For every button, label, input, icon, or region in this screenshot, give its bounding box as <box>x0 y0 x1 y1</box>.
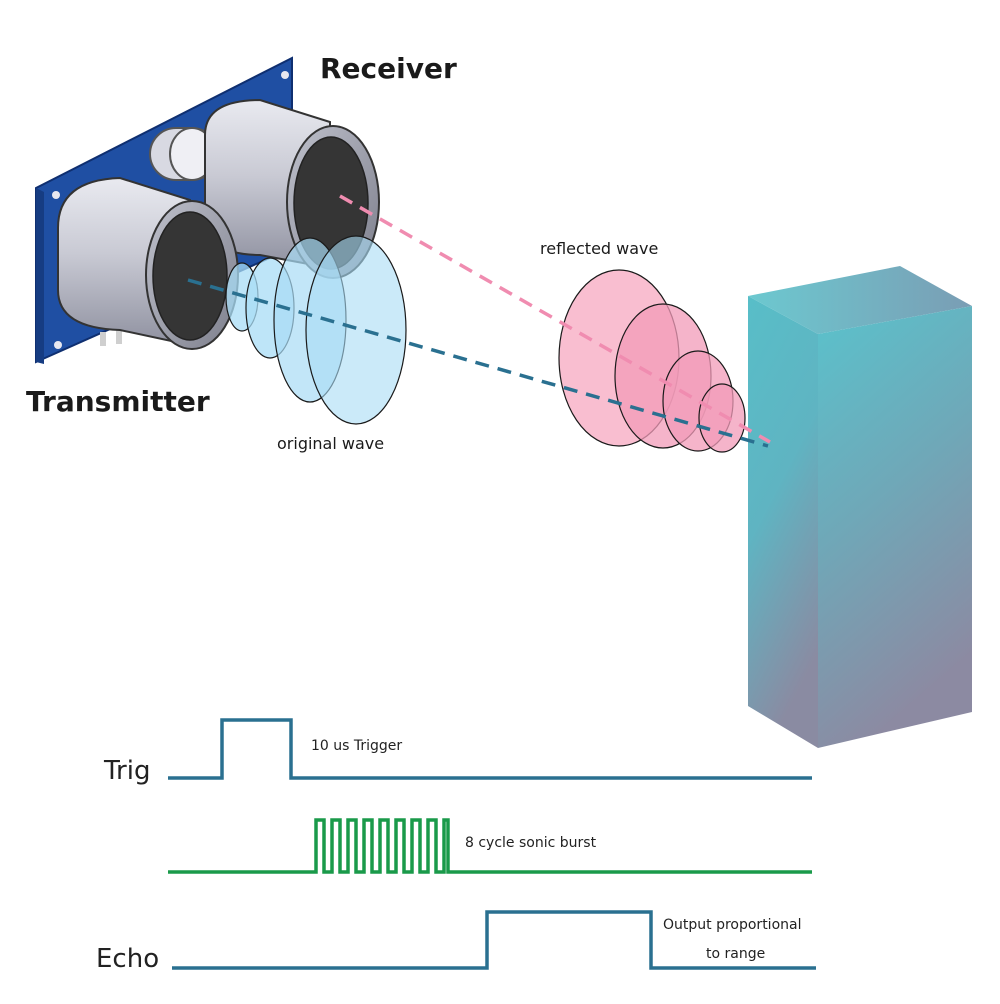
reflected-beam-line <box>339 194 771 444</box>
echo-note-line2: to range <box>706 946 766 962</box>
burst-note: 8 cycle sonic burst <box>465 835 597 851</box>
trig-signal <box>168 718 812 780</box>
crystal-oscillator <box>149 127 219 181</box>
transmitted-beam-line <box>187 278 769 448</box>
echo-note-line1: Output proportional <box>663 917 802 933</box>
mount-hole-icon <box>54 341 62 349</box>
receiver-label: Receiver <box>320 52 457 85</box>
transmitter-transducer <box>57 176 239 350</box>
transmitter-label: Transmitter <box>26 385 210 418</box>
echo-signal <box>172 910 816 970</box>
reflected-wave-label: reflected wave <box>540 239 659 258</box>
trig-label: Trig <box>104 756 151 786</box>
trig-note: 10 us Trigger <box>311 738 403 754</box>
pin-icon <box>100 332 106 346</box>
echo-label: Echo <box>96 944 160 974</box>
pin-icon <box>116 330 122 344</box>
mount-hole-icon <box>52 191 60 199</box>
original-wave-label: original wave <box>277 434 385 453</box>
mount-hole-icon <box>281 71 289 79</box>
obstacle-box <box>748 266 972 748</box>
original-wave <box>225 235 407 425</box>
reflected-wave <box>558 269 746 453</box>
burst-signal <box>168 818 812 874</box>
